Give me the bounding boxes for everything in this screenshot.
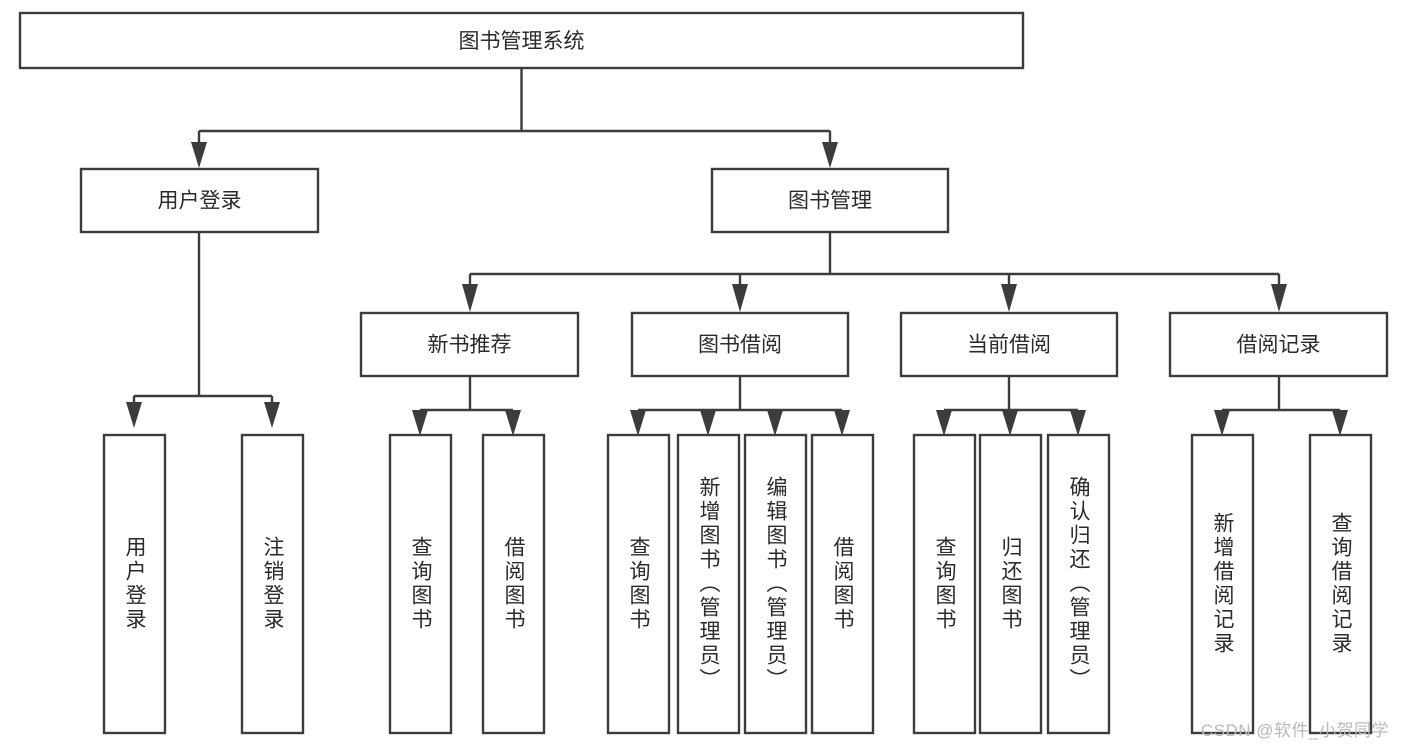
node-leaf-borrow-record-1-box xyxy=(1308,433,1373,735)
node-leaf-book-borrow-2-box xyxy=(743,433,808,735)
node-leaf-borrow-record-1-label: 查询借阅记录 xyxy=(1329,512,1353,656)
node-new-book-recommend-label: 新书推荐 xyxy=(428,334,512,357)
node-leaf-new-book-1-label: 借阅图书 xyxy=(502,536,526,632)
node-root-box xyxy=(18,11,1025,70)
node-leaf-new-book-1[interactable]: 借阅图书 xyxy=(481,433,546,735)
node-borrow-record[interactable]: 借阅记录 xyxy=(1168,311,1389,378)
node-leaf-new-book-0-box xyxy=(388,433,453,735)
node-leaf-new-book-1-box xyxy=(481,433,546,735)
node-leaf-book-borrow-3-box xyxy=(810,433,875,735)
node-borrow-record-box xyxy=(1168,311,1389,378)
node-leaf-book-borrow-0-label: 查询图书 xyxy=(627,536,651,632)
node-leaf-borrow-record-1[interactable]: 查询借阅记录 xyxy=(1308,433,1373,735)
connector-group-book-mgmt-to-level3 xyxy=(462,232,1287,312)
node-leaf-book-borrow-3[interactable]: 借阅图书 xyxy=(810,433,875,735)
node-book-borrow-box xyxy=(630,311,850,378)
arrowhead-book-borrow xyxy=(732,284,748,312)
node-leaf-current-borrow-1-label: 归还图书 xyxy=(999,536,1023,632)
node-leaf-book-borrow-2[interactable]: 编辑图书（管理员） xyxy=(743,433,808,735)
arrowhead-borrow-record xyxy=(1271,284,1287,312)
node-borrow-record-label: 借阅记录 xyxy=(1237,334,1321,357)
arrowhead-leaf-current-borrow-1 xyxy=(1002,410,1018,436)
node-leaf-new-book-0-label: 查询图书 xyxy=(409,536,433,632)
node-leaf-borrow-record-0[interactable]: 新增借阅记录 xyxy=(1190,433,1255,735)
arrowhead-leaf-book-borrow-2 xyxy=(767,410,783,436)
node-book-borrow-label: 图书借阅 xyxy=(698,334,782,357)
node-book-borrow[interactable]: 图书借阅 xyxy=(630,311,850,378)
node-leaf-current-borrow-0-label: 查询图书 xyxy=(933,536,957,632)
arrowhead-leaf-borrow-record-1 xyxy=(1332,410,1348,436)
arrowhead-leaf-current-borrow-2 xyxy=(1070,410,1086,436)
node-leaf-current-borrow-0[interactable]: 查询图书 xyxy=(912,433,977,735)
node-leaf-book-borrow-1-label: 新增图书（管理员） xyxy=(697,476,721,692)
arrowhead-leaf-book-borrow-3 xyxy=(834,410,850,436)
arrowhead-leaf-book-borrow-0 xyxy=(630,410,646,436)
node-root-book-management-system[interactable]: 图书管理系统 xyxy=(18,11,1025,70)
node-leaf-current-borrow-1[interactable]: 归还图书 xyxy=(978,433,1043,735)
arrowhead-leaf-user-login-1 xyxy=(264,402,280,428)
arrowhead-book-mgmt xyxy=(822,142,838,168)
node-current-borrow-label: 当前借阅 xyxy=(967,334,1051,357)
node-leaf-user-login-1[interactable]: 注销登录 xyxy=(240,433,305,735)
node-leaf-user-login-0-box xyxy=(102,433,167,735)
arrowhead-current-borrow xyxy=(1001,284,1017,312)
node-user-login-box xyxy=(79,167,320,234)
node-new-book-recommend-box xyxy=(359,311,580,378)
connector-group-current-borrow-to-leaves xyxy=(936,376,1086,436)
arrowhead-leaf-book-borrow-1 xyxy=(700,410,716,436)
node-leaf-borrow-record-0-label: 新增借阅记录 xyxy=(1211,512,1235,656)
node-leaf-borrow-record-0-box xyxy=(1190,433,1255,735)
node-leaf-book-borrow-0-box xyxy=(606,433,671,735)
node-leaf-current-borrow-1-box xyxy=(978,433,1043,735)
node-leaf-user-login-0[interactable]: 用户登录 xyxy=(102,433,167,735)
node-current-borrow-box xyxy=(899,311,1119,378)
node-book-management-label: 图书管理 xyxy=(788,190,872,213)
connector-group-user-login-to-leaves xyxy=(126,232,280,428)
connector-group-root-to-level2 xyxy=(191,68,838,168)
node-root-label: 图书管理系统 xyxy=(459,30,585,53)
node-leaf-book-borrow-1-box xyxy=(676,433,741,735)
node-current-borrow[interactable]: 当前借阅 xyxy=(899,311,1119,378)
arrowhead-leaf-user-login-0 xyxy=(126,402,142,428)
node-leaf-new-book-0[interactable]: 查询图书 xyxy=(388,433,453,735)
node-new-book-recommend[interactable]: 新书推荐 xyxy=(359,311,580,378)
node-leaf-book-borrow-1[interactable]: 新增图书（管理员） xyxy=(676,433,741,735)
arrowhead-user-login xyxy=(191,142,207,168)
node-leaf-user-login-0-label: 用户登录 xyxy=(123,536,147,632)
connector-group-borrow-record-to-leaves xyxy=(1214,376,1348,436)
connector-group-book-borrow-to-leaves xyxy=(630,376,850,436)
arrowhead-leaf-new-book-1 xyxy=(505,410,521,436)
node-leaf-book-borrow-2-label: 编辑图书（管理员） xyxy=(764,476,788,692)
arrowhead-new-book xyxy=(462,284,478,312)
node-leaf-book-borrow-0[interactable]: 查询图书 xyxy=(606,433,671,735)
node-user-login-label: 用户登录 xyxy=(158,190,242,213)
arrowhead-leaf-new-book-0 xyxy=(412,410,428,436)
node-leaf-current-borrow-2-label: 确认归还（管理员） xyxy=(1067,476,1091,692)
arrowhead-leaf-borrow-record-0 xyxy=(1214,410,1230,436)
arrowhead-leaf-current-borrow-0 xyxy=(936,410,952,436)
node-leaf-current-borrow-0-box xyxy=(912,433,977,735)
node-leaf-current-borrow-2[interactable]: 确认归还（管理员） xyxy=(1046,433,1111,735)
connector-group-new-book-to-leaves xyxy=(412,376,521,436)
node-leaf-book-borrow-3-label: 借阅图书 xyxy=(831,536,855,632)
node-leaf-user-login-1-box xyxy=(240,433,305,735)
node-leaf-current-borrow-2-box xyxy=(1046,433,1111,735)
node-book-management-box xyxy=(710,167,950,234)
node-user-login[interactable]: 用户登录 xyxy=(79,167,320,234)
node-leaf-user-login-1-label: 注销登录 xyxy=(261,536,285,632)
node-book-management[interactable]: 图书管理 xyxy=(710,167,950,234)
